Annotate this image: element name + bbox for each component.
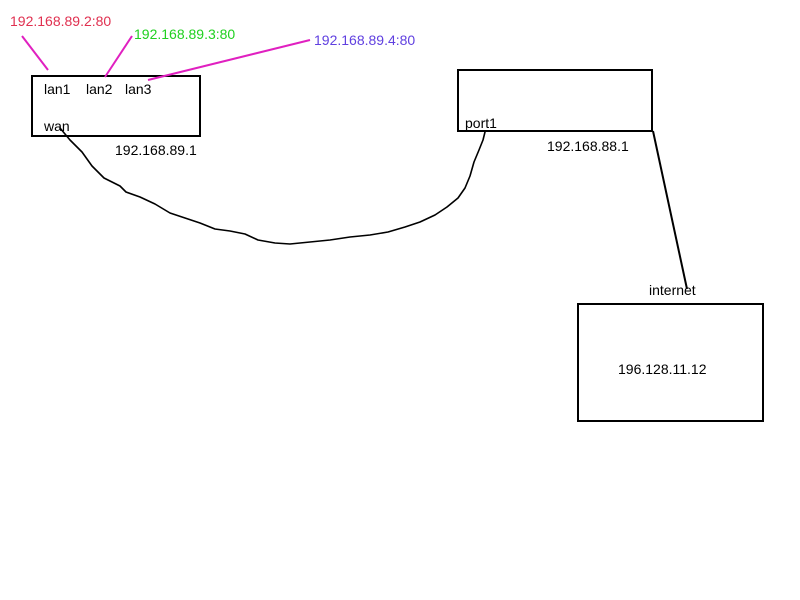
internet-link	[652, 130, 688, 290]
router-b-box	[457, 69, 653, 132]
lan3-link	[147, 39, 311, 81]
router-b-port1: port1	[465, 115, 497, 131]
router-a-port-lan2: lan2	[86, 81, 113, 97]
router-b-ip: 192.168.88.1	[547, 138, 629, 154]
router-a-port-wan: wan	[43, 118, 70, 134]
wan-cable	[59, 127, 486, 245]
lan2-link	[104, 35, 133, 78]
lan1-host-label: 192.168.89.2:80	[10, 13, 111, 29]
lan2-host-label: 192.168.89.3:80	[134, 26, 235, 42]
router-a-port-lan3: lan3	[125, 81, 152, 97]
router-a-ip: 192.168.89.1	[115, 142, 197, 158]
lan1-link	[21, 35, 49, 71]
router-a-box	[31, 75, 201, 137]
lan3-host-label: 192.168.89.4:80	[314, 32, 415, 48]
router-a-port-lan1: lan1	[44, 81, 71, 97]
internet-host-box	[577, 303, 764, 422]
internet-label: internet	[649, 282, 696, 298]
internet-host-ip: 196.128.11.12	[618, 361, 707, 377]
